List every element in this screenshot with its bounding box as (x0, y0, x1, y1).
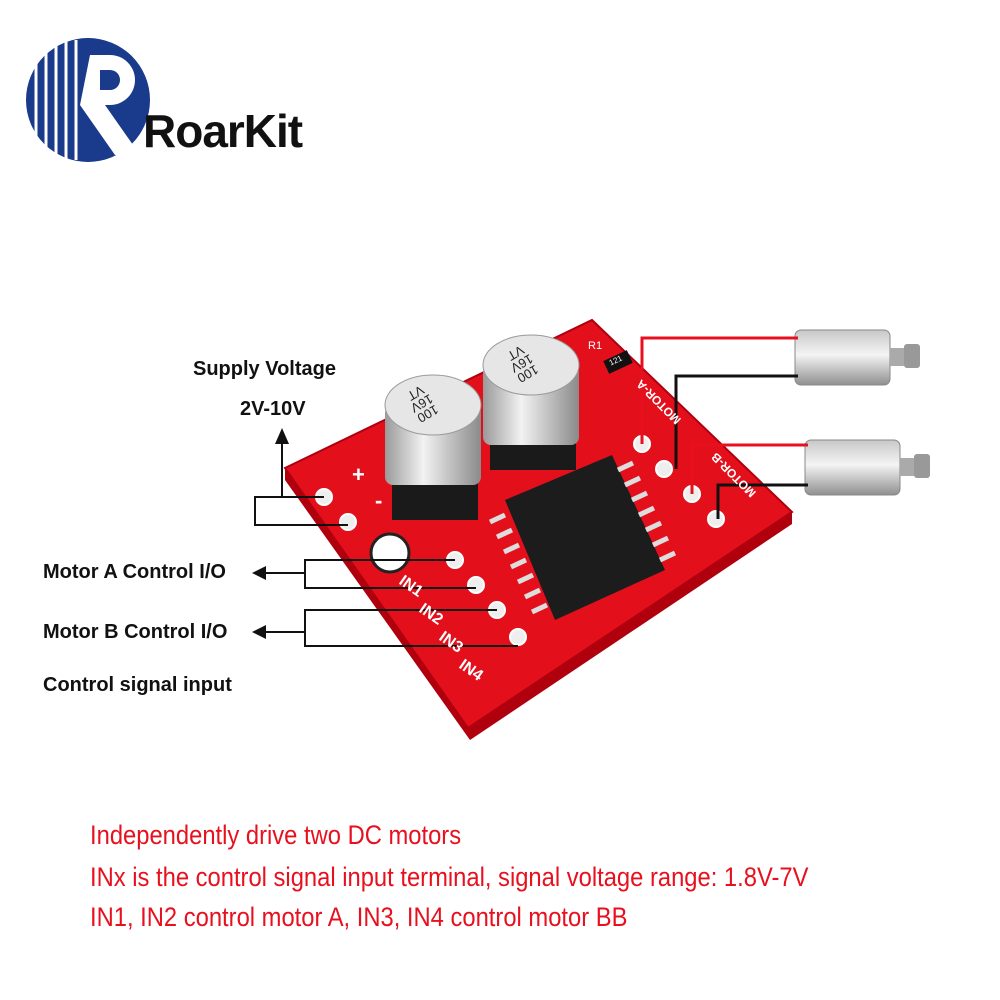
chip-pins (488, 460, 677, 615)
logo-mark (26, 38, 150, 162)
motor-a-io-label: Motor A Control I/O (43, 561, 226, 583)
supply-range-label: 2V-10V (240, 398, 306, 420)
driver-chip (505, 455, 665, 620)
feature-line-3: IN1, IN2 control motor A, IN3, IN4 contr… (90, 902, 628, 932)
minus-label: - (375, 488, 383, 513)
feature-line-1: Independently drive two DC motors (90, 820, 462, 850)
pads (315, 435, 725, 646)
annotation-lines (254, 440, 518, 647)
feature-line-2: INx is the control signal input terminal… (90, 862, 809, 892)
resistor (603, 350, 633, 374)
control-input-label: Control signal input (43, 674, 232, 696)
r1-label: R1 (588, 340, 603, 352)
capacitor-1 (384, 374, 482, 520)
mounting-hole (369, 532, 411, 574)
plus-label: + (352, 462, 365, 487)
logo-text: RoarKit (143, 105, 303, 157)
motor-a (794, 329, 920, 386)
motor-wires (640, 336, 808, 519)
capacitor-2 (482, 334, 580, 470)
supply-voltage-label: Supply Voltage (193, 358, 336, 380)
arrow-heads (252, 428, 289, 639)
motor-b (804, 439, 930, 496)
motor-b-io-label: Motor B Control I/O (43, 621, 228, 643)
